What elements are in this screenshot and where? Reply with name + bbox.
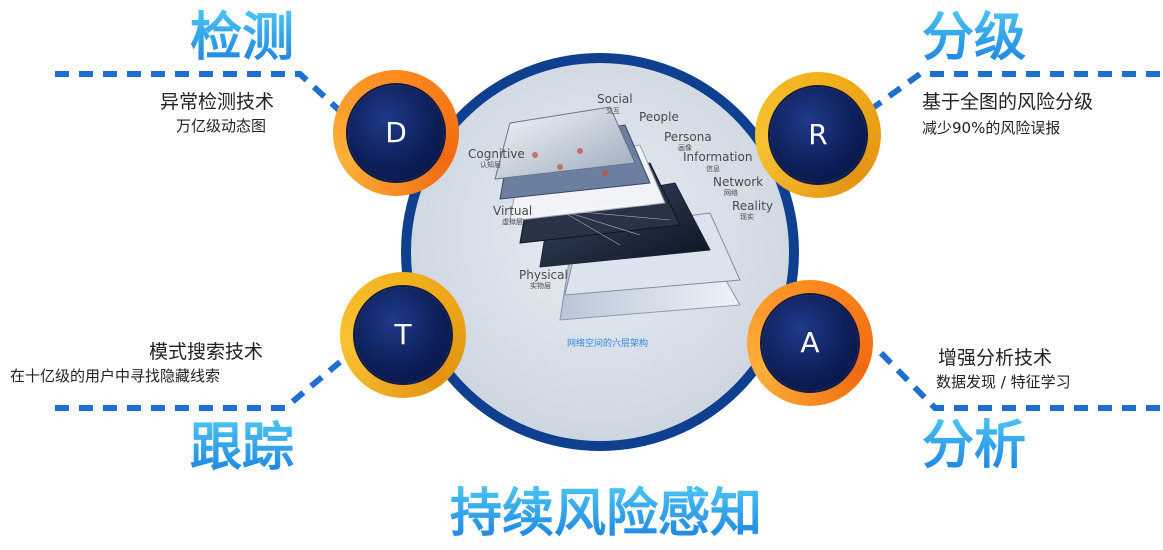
- badge-detect: D: [333, 70, 459, 196]
- analyze-line1: 增强分析技术: [938, 347, 1053, 369]
- layer-label-physical: Physical: [519, 268, 568, 282]
- layer-sub-persona: 画像: [678, 144, 692, 152]
- rank-line2: 减少90%的风险误报: [922, 119, 1061, 137]
- layer-label-social: Social: [597, 92, 633, 106]
- layer-social: [494, 106, 636, 180]
- layer-label-information: Information: [683, 150, 753, 164]
- six-layer-illustration: [494, 106, 741, 321]
- track-line2: 在十亿级的用户中寻找隐藏线索: [10, 367, 221, 385]
- layer-sub-physical: 实物层: [530, 282, 551, 290]
- layer-caption: 网络空间的六层架构: [567, 339, 649, 349]
- connector-top-left: [55, 71, 358, 128]
- layer-sub-cognitive: 认知层: [480, 161, 501, 169]
- layer-label-reality: Reality: [732, 199, 774, 213]
- connector-bottom-left: [55, 359, 342, 411]
- badge-letter-t: T: [394, 318, 412, 351]
- layer-sub-network: 网络: [724, 189, 738, 197]
- connector-bottom-right: [877, 349, 1160, 411]
- detect-line2: 万亿级动态图: [176, 117, 267, 135]
- badge-analyze: A: [747, 280, 873, 406]
- badge-letter-r: R: [808, 118, 828, 151]
- layer-label-virtual: Virtual: [493, 204, 533, 218]
- title-detect: 检测: [190, 8, 295, 68]
- layer-label-persona: Persona: [664, 130, 712, 144]
- title-analyze: 分析: [922, 416, 1027, 476]
- badge-track: T: [340, 272, 466, 398]
- rank-line1: 基于全图的风险分级: [922, 91, 1094, 113]
- detect-line1: 异常检测技术: [160, 91, 275, 113]
- layer-label-cognitive: Cognitive: [468, 147, 525, 161]
- badge-letter-a: A: [800, 326, 820, 359]
- layer-sub-social: 交互: [606, 107, 620, 115]
- badge-letter-d: D: [385, 116, 407, 149]
- layer-label-people: People: [639, 110, 679, 124]
- layer-sub-information: 信息: [706, 165, 720, 173]
- badge-rank: R: [755, 72, 881, 198]
- analyze-line2: 数据发现 / 特征学习: [936, 373, 1071, 391]
- connector-top-right: [868, 71, 1160, 113]
- footer-title: 持续风险感知: [450, 484, 763, 544]
- layer-sub-virtual: 虚拟层: [502, 218, 523, 226]
- layer-label-network: Network: [713, 175, 764, 189]
- title-rank: 分级: [922, 8, 1027, 68]
- track-line1: 模式搜索技术: [149, 341, 264, 363]
- layer-sub-reality: 现实: [740, 213, 754, 221]
- title-track: 跟踪: [190, 418, 295, 478]
